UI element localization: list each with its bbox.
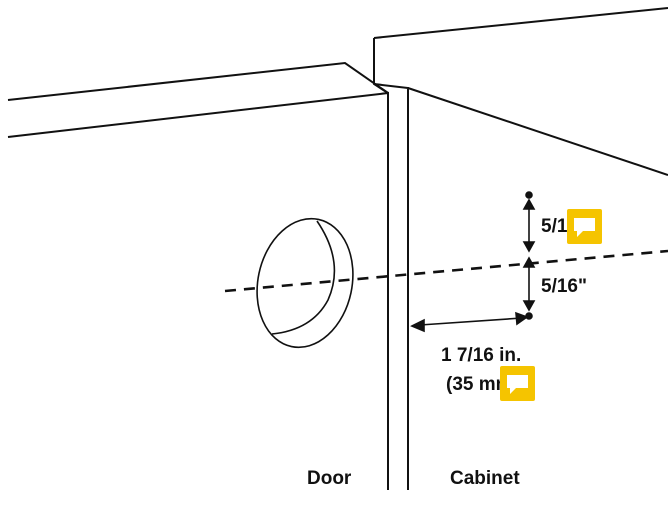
center-dashed-line (224, 249, 668, 293)
bottom-dimension-label: 5/16" (541, 276, 587, 297)
arrowhead-down-bottom (522, 300, 536, 312)
horizontal-dimension-inches-label: 1 7/16 in. (441, 345, 521, 366)
top-dot-marker (525, 191, 533, 199)
arrowhead-left (410, 318, 425, 333)
door-label: Door (307, 468, 352, 489)
vertical-dimension (522, 191, 536, 320)
arrowhead-up-bottom (522, 256, 536, 268)
cabinet-label: Cabinet (450, 468, 520, 489)
horizontal-dimension (410, 311, 529, 333)
arrowhead-up-top (522, 198, 536, 210)
arrowhead-right (515, 311, 529, 326)
hinge-cup-hole (256, 217, 354, 349)
comment-icon[interactable] (500, 366, 535, 401)
cabinet-box (373, 7, 668, 490)
comment-icon[interactable] (567, 209, 602, 244)
bottom-dot-marker (525, 312, 533, 320)
arrowhead-down-top (522, 241, 536, 253)
door-panel (7, 61, 389, 490)
